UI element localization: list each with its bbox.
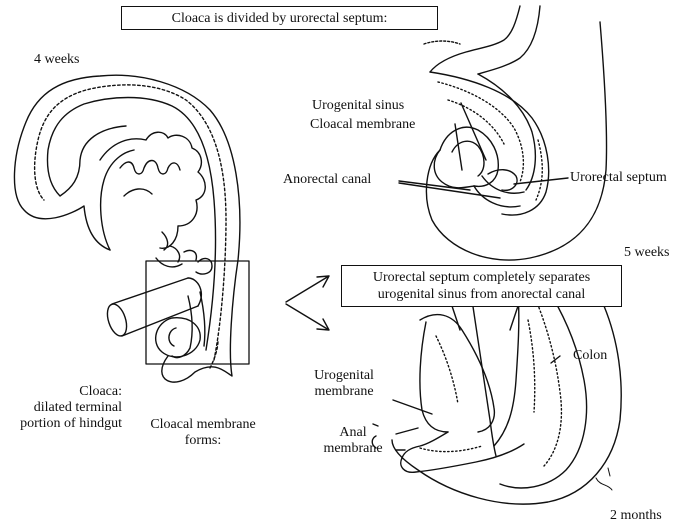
age-label-5-weeks: 5 weeks	[624, 245, 670, 261]
cloacal-membrane-forms-line-2: forms:	[142, 433, 264, 449]
cloaca-label: Cloaca: dilated terminal portion of hind…	[4, 384, 122, 432]
urogenital-membrane-label-line-2: membrane	[301, 384, 387, 400]
separation-box: Urorectal septum completely separates ur…	[341, 265, 622, 307]
anal-membrane-label: Anal membrane	[312, 425, 394, 457]
section-2-months	[372, 294, 621, 504]
cloacal-membrane-label: Cloacal membrane	[310, 117, 415, 133]
anal-membrane-label-line-1: Anal	[312, 425, 394, 441]
age-label-4-weeks: 4 weeks	[34, 52, 80, 68]
separation-box-line-2: urogenital sinus from anorectal canal	[342, 286, 621, 303]
cloaca-label-line-1: Cloaca:	[4, 384, 122, 400]
cloaca-label-line-2: dilated terminal	[4, 400, 122, 416]
urogenital-sinus-label: Urogenital sinus	[312, 98, 404, 114]
anal-membrane-label-line-2: membrane	[312, 441, 394, 457]
zoom-arrow-to-5-weeks	[286, 276, 329, 302]
anorectal-canal-label: Anorectal canal	[283, 172, 371, 188]
separation-box-line-1: Urorectal septum completely separates	[342, 269, 621, 286]
cloacal-membrane-forms-line-1: Cloacal membrane	[142, 417, 264, 433]
cloaca-label-line-3: portion of hindgut	[4, 416, 122, 432]
urorectal-septum-label: Urorectal septum	[570, 170, 667, 186]
title-box: Cloaca is divided by urorectal septum:	[121, 6, 438, 30]
embryo-4-weeks	[14, 75, 249, 382]
urogenital-membrane-label-line-1: Urogenital	[301, 368, 387, 384]
section-5-weeks	[399, 6, 607, 260]
urogenital-membrane-label: Urogenital membrane	[301, 368, 387, 400]
age-label-2-months: 2 months	[610, 508, 662, 524]
cloacal-membrane-forms-label: Cloacal membrane forms:	[142, 417, 264, 449]
colon-label: Colon	[573, 348, 607, 364]
zoom-arrow-to-2-months	[286, 304, 329, 330]
